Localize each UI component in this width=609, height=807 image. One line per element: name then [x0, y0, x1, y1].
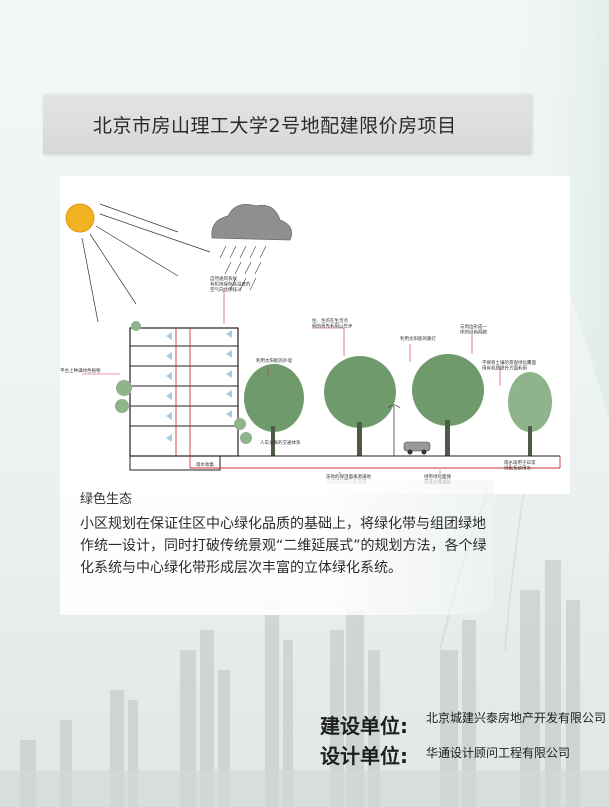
label-roof-garden: 平台上种满绿色植物: [60, 367, 101, 374]
sun-icon: [65, 203, 95, 233]
cloud-icon: [211, 203, 293, 241]
label-solar-street: 利用太阳能的路灯: [400, 335, 436, 342]
rain-lines: [219, 245, 267, 291]
page-title: 北京市房山理工大学2号地配建限价房项目: [93, 114, 457, 137]
building-section: [129, 327, 239, 471]
builder-value: 北京城建兴泰房地产开发有限公司: [426, 711, 607, 725]
title-bar: 北京市房山理工大学2号地配建限价房项目: [43, 94, 531, 154]
sun-rays: [81, 203, 211, 323]
builder-row: 建设单位: 北京城建兴泰房地产开发有限公司: [320, 710, 607, 740]
label-soil: 不保育土壤的景观绿化覆面用有机质提升方面利用: [482, 359, 536, 372]
leader-lines: [82, 288, 511, 474]
street-lamp-icon: [387, 404, 401, 456]
section-body: 小区规划在保证住区中心绿化品质的基础上，将绿化带与组团绿地作统一设计，同时打破传…: [80, 516, 487, 576]
builder-label: 建设单位:: [320, 714, 408, 738]
label-roof-wind: 自然通风系统有机地保存高温度的空气向北侧排斗: [210, 275, 251, 293]
roof-plants: [115, 321, 252, 444]
label-rainwater: 雨水收集: [196, 461, 214, 468]
label-pedestrian: 人车分离的交通体系: [260, 439, 301, 446]
designer-row: 设计单位: 华通设计顾问工程有限公司: [320, 740, 605, 770]
designer-label: 设计单位:: [320, 744, 408, 768]
label-reuse: 雨水再用于日常绿化系统用水: [504, 459, 536, 472]
designer-value: 华通设计顾问工程有限公司: [426, 746, 571, 760]
label-tree-life: 住、生的在生活点明的首先利用以在步: [312, 317, 353, 330]
section-heading: 绿色生态: [80, 492, 133, 507]
credits-block: 建设单位: 北京城建兴泰房地产开发有限公司 设计单位: 华通设计顾问工程有限公司: [320, 710, 607, 770]
diagram-canvas: 自然通风系统有机地保存高温度的空气向北侧排斗 平台上种满绿色植物 利用太阳能的外…: [60, 203, 561, 486]
trees: [244, 354, 552, 456]
label-facade-solar: 利用太阳能的外墙: [256, 357, 292, 364]
ground-line: [130, 455, 561, 469]
car-icon: [403, 441, 431, 455]
eco-section-diagram: 自然通风系统有机地保存高温度的空气向北侧排斗 平台上种满绿色植物 利用太阳能的外…: [60, 176, 570, 494]
description-panel: 绿色生态 小区规划在保证住区中心绿化品质的基础上，将绿化带与组团绿地作统一设计，…: [60, 480, 494, 615]
label-green-network: 与周边形成一体的绿色网络: [460, 323, 487, 336]
